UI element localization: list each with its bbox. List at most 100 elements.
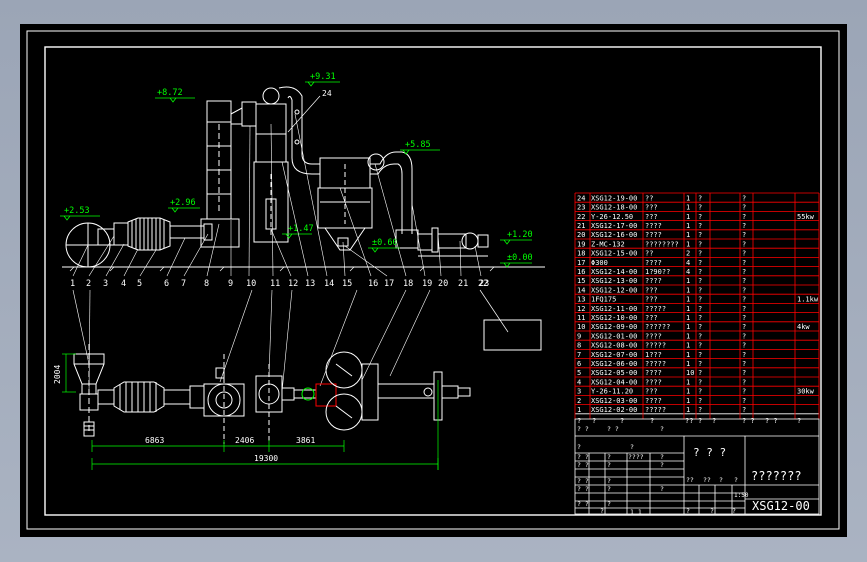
balloon-10: 10 — [246, 279, 256, 289]
dim-6863: 6863 — [145, 436, 164, 445]
balloon-21: 21 — [458, 279, 468, 289]
bom-cell: ? — [742, 204, 746, 212]
bom-cell: ? — [742, 332, 746, 340]
tb-cell: ? — [734, 476, 738, 484]
tb-cell: ? — [607, 477, 611, 485]
bom-cell: 20 — [577, 231, 585, 239]
bom-cell: 1 — [686, 314, 690, 322]
balloon-20: 20 — [438, 279, 448, 289]
title-block-text: ? ? ? ??????? XSG12-00 1:50 ? ? ? ? ? ? … — [577, 425, 810, 516]
bom-cell: ? — [698, 222, 702, 230]
bom-cell: 24 — [577, 194, 585, 202]
bom-cell: 1 — [686, 332, 690, 340]
drawing-name: ??????? — [751, 469, 802, 483]
drying-tower — [200, 100, 257, 248]
bom-cell: XSG12-07-00 — [591, 351, 637, 359]
bom-cell: ? — [742, 240, 746, 248]
bom-cell: ???? — [645, 332, 662, 340]
bom-cell: ???? — [645, 277, 662, 285]
bom-cell: 2 — [577, 397, 581, 405]
leader-13 — [281, 161, 309, 277]
bom-cell: ??? — [645, 286, 658, 294]
balloon-9: 9 — [228, 279, 233, 289]
bom-cell: XSG12-04-00 — [591, 378, 637, 386]
tb-cell: ? ? — [577, 477, 589, 485]
leader-23 — [479, 289, 509, 333]
balloon-3: 3 — [103, 279, 108, 289]
bom-cell: 4 — [577, 378, 581, 386]
leader-11 — [270, 123, 274, 277]
tb-cell: ? ? — [607, 425, 619, 433]
bom-cell: 1FQ175 — [591, 296, 616, 304]
control-cabinet — [483, 319, 542, 351]
tb-cell: ? — [630, 443, 634, 451]
bom-cell: ? — [742, 406, 746, 414]
elevation-9-31: +9.31 — [310, 72, 336, 82]
bom-cell: ?? — [645, 194, 653, 202]
bom-cell: ? — [742, 314, 746, 322]
bom-cell: Y-26-12.50 — [591, 213, 633, 221]
bom-cell: ? — [698, 397, 702, 405]
leader-14 — [294, 113, 328, 277]
bom-cell: 1.1kw — [797, 296, 819, 304]
bom-cell: ???? — [645, 378, 662, 386]
leader-20 — [437, 233, 442, 277]
heat-exchanger-plan — [113, 381, 165, 413]
tb-cell: ? — [607, 485, 611, 493]
leader-6 — [166, 237, 186, 277]
bom-cell: ? — [698, 250, 702, 258]
bom-cell: ? — [742, 342, 746, 350]
leader-8 — [206, 223, 220, 277]
bom-header-cell: ? — [620, 417, 624, 425]
tb-cell: 1 1 — [630, 508, 642, 516]
bom-cell: ? — [698, 259, 702, 267]
bom-cell: XSG12-03-00 — [591, 397, 637, 405]
leader-17 — [344, 245, 388, 277]
dimension-labels: 2004 6863 2406 3861 19300 — [53, 365, 315, 463]
bom-cell: 10 — [686, 369, 694, 377]
bom-cell: 1 — [686, 406, 690, 414]
bom-cell: XSG12-01-00 — [591, 332, 637, 340]
bom-cell: 9 — [577, 332, 581, 340]
balloon-16: 16 — [368, 279, 378, 289]
tb-cell: ? — [607, 453, 611, 461]
bom-cell: 10 — [577, 323, 585, 331]
bom-cell: ? — [742, 378, 746, 386]
bom-cell: ?? — [645, 250, 653, 258]
bom-header-cell: ? — [797, 417, 801, 425]
dim-19300: 19300 — [254, 454, 278, 463]
bom-cell: ? — [742, 250, 746, 258]
balloon-7: 7 — [181, 279, 186, 289]
leader-2 — [88, 235, 115, 277]
bom-cell: ? — [742, 213, 746, 221]
bom-header-cell: ? — [698, 417, 702, 425]
bom-cell: XSG12-09-00 — [591, 323, 637, 331]
leader-18 — [374, 163, 407, 277]
tb-cell: ???? — [628, 453, 644, 461]
bom-cell: ?????? — [645, 323, 670, 331]
leader-3 — [105, 243, 125, 277]
balloon-19: 19 — [422, 279, 432, 289]
plan-view — [73, 344, 471, 444]
bom-cell: XSG12-10-00 — [591, 314, 637, 322]
bom-cell: XSG12-08-00 — [591, 342, 637, 350]
bom-cell: ? — [742, 360, 746, 368]
bom-cell: ? — [698, 231, 702, 239]
bom-cell: ???? — [645, 397, 662, 405]
bom-cell: Z-MC-132 — [591, 240, 625, 248]
plan-dimensions — [62, 353, 439, 470]
bom-cell: 1 — [686, 342, 690, 350]
bom-cell: 4 — [686, 268, 690, 276]
leader-1 — [72, 244, 89, 277]
elevation-2-53: +2.53 — [64, 206, 90, 216]
tb-cell: ? — [732, 507, 736, 515]
elevation-view — [62, 86, 545, 272]
bom-cell: 1 — [686, 240, 690, 248]
cad-drawing: +8.72 +9.31 +5.85 +2.96 +2.53 +1.47 ±0.6… — [26, 30, 840, 530]
bom-cell: ???????? — [645, 240, 679, 248]
bom-cell: XSG12-14-00 — [591, 268, 637, 276]
bom-cell: XSG12-12-00 — [591, 286, 637, 294]
motor-plan — [83, 421, 95, 437]
bom-cell: XSG12-16-00 — [591, 231, 637, 239]
bom-cell: ? — [742, 305, 746, 313]
